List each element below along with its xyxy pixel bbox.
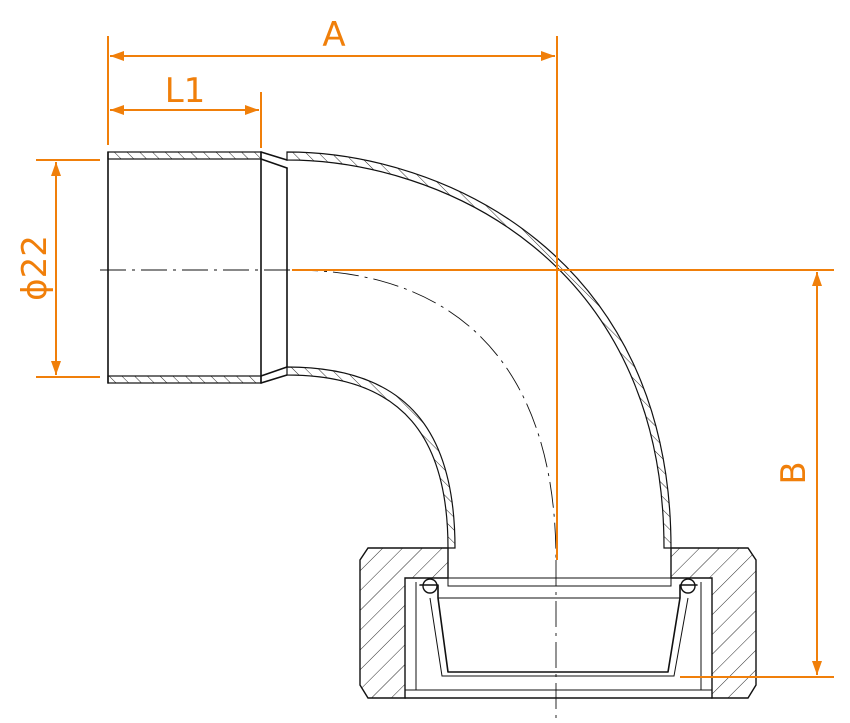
dimension-annotations — [36, 36, 834, 678]
dimension-a-label: A — [322, 15, 345, 55]
inner-bend-wall — [286, 366, 456, 549]
collar-insert — [419, 577, 698, 677]
socket-end — [107, 151, 288, 384]
dimension-diameter-label: ϕ22 — [15, 235, 55, 301]
dimension-l1-label: L1 — [165, 71, 206, 111]
nut-right-section — [670, 547, 757, 699]
dimension-b-label: B — [774, 461, 814, 484]
bend-centerline — [291, 269, 557, 561]
elbow-pipe-body — [100, 151, 672, 720]
union-nut — [359, 547, 757, 699]
nut-left-section — [359, 547, 449, 699]
outer-bend-wall — [286, 151, 672, 549]
